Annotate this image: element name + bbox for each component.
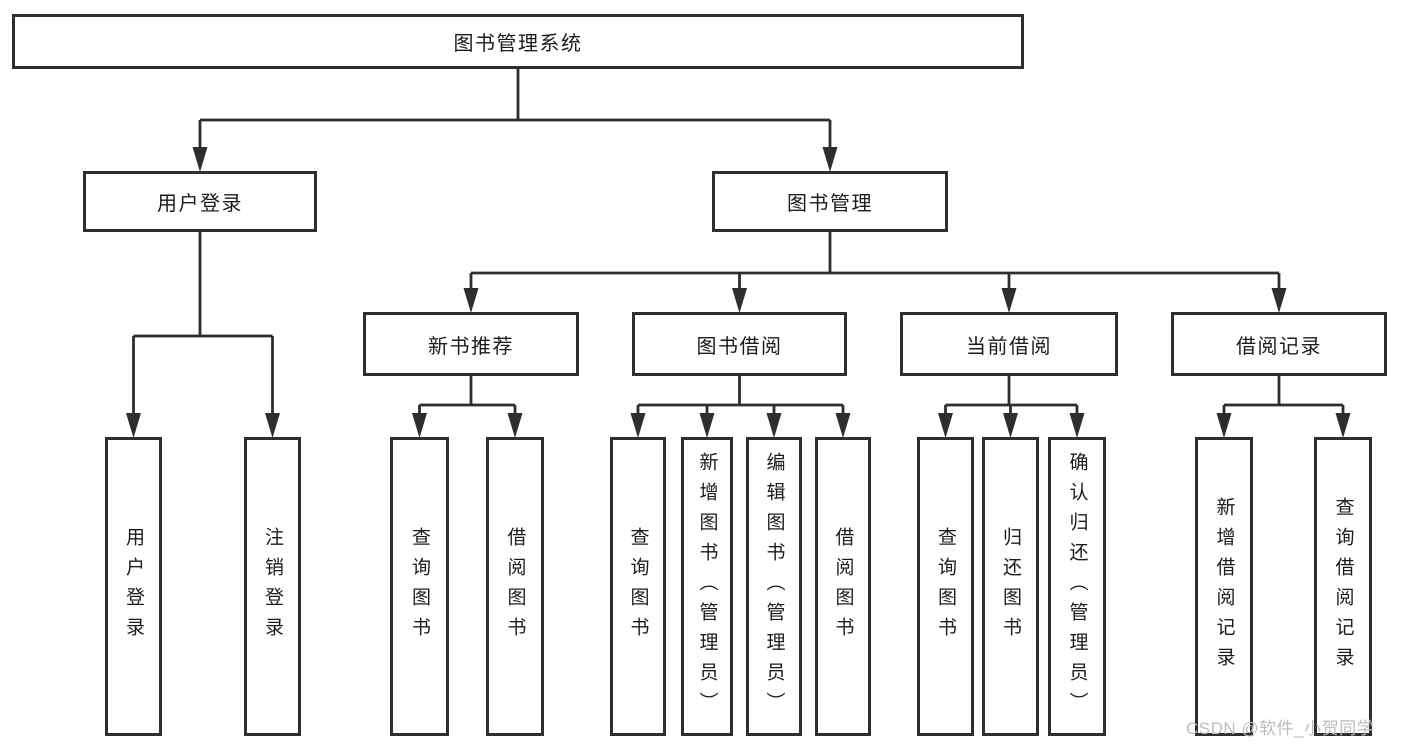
arrowhead-borrow-book-2 (835, 413, 851, 438)
arrowhead-query-book-1 (412, 413, 427, 438)
node-edit-book: 编辑图书（管理员） (746, 437, 802, 736)
node-label-logout: 注销登录 (262, 526, 283, 647)
node-logout: 注销登录 (244, 437, 301, 736)
node-user-login-group: 用户登录 (83, 171, 317, 232)
arrowhead-borrow-book-1 (507, 413, 523, 438)
node-borrow-book-2: 借阅图书 (815, 437, 871, 736)
node-label-borrow-book-2: 借阅图书 (832, 526, 854, 647)
arrowhead-borrow-records (1271, 288, 1287, 313)
node-return-book: 归还图书 (982, 437, 1039, 736)
arrowhead-query-borrow-record (1335, 413, 1351, 438)
node-borrow-book-1: 借阅图书 (486, 437, 544, 736)
arrowhead-user-login-group (192, 147, 208, 172)
connector-borrow-records (1216, 376, 1351, 438)
connector-user-login-group (126, 232, 280, 438)
arrowhead-query-book-2 (630, 413, 646, 438)
arrowhead-confirm-return (1069, 413, 1085, 438)
arrowhead-new-book-rec (463, 288, 479, 313)
connector-current-borrow (938, 376, 1085, 438)
node-label-root: 图书管理系统 (453, 33, 583, 55)
arrowhead-book-borrow (732, 288, 747, 313)
node-new-book-rec: 新书推荐 (363, 312, 579, 376)
node-add-book: 新增图书（管理员） (681, 437, 733, 736)
node-label-edit-book: 编辑图书（管理员） (763, 451, 785, 722)
node-login: 用户登录 (105, 437, 162, 736)
arrowhead-logout (265, 413, 280, 438)
node-label-add-borrow-record: 新增借阅记录 (1213, 496, 1235, 677)
connector-book-mgmt (463, 232, 1287, 313)
csdn-watermark: CSDN @软件_小贺同学 (1186, 719, 1375, 738)
node-label-query-book-3: 查询图书 (935, 526, 956, 647)
arrowhead-query-book-3 (938, 413, 953, 438)
node-add-borrow-record: 新增借阅记录 (1195, 437, 1253, 736)
node-label-confirm-return: 确认归还（管理员） (1066, 451, 1088, 722)
connector-book-borrow (630, 376, 851, 438)
node-label-query-borrow-record: 查询借阅记录 (1332, 496, 1354, 677)
node-label-book-mgmt: 图书管理 (787, 193, 873, 215)
node-label-borrow-book-1: 借阅图书 (504, 526, 526, 647)
node-label-new-book-rec: 新书推荐 (428, 335, 514, 358)
node-confirm-return: 确认归还（管理员） (1048, 437, 1106, 736)
node-label-user-login-group: 用户登录 (157, 193, 243, 215)
node-query-book-3: 查询图书 (917, 437, 974, 736)
connector-new-book-rec (412, 376, 523, 438)
node-query-book-2: 查询图书 (610, 437, 666, 736)
arrowhead-book-mgmt (822, 147, 838, 172)
node-label-current-borrow: 当前借阅 (966, 335, 1052, 358)
arrowhead-login (126, 413, 141, 438)
node-label-query-book-2: 查询图书 (627, 526, 649, 647)
node-label-book-borrow: 图书借阅 (696, 335, 783, 358)
node-label-return-book: 归还图书 (1000, 526, 1021, 647)
arrowhead-edit-book (766, 413, 782, 438)
arrowhead-add-borrow-record (1216, 413, 1232, 438)
node-query-borrow-record: 查询借阅记录 (1314, 437, 1372, 736)
arrowhead-current-borrow (1001, 288, 1017, 313)
connector-root (192, 69, 838, 172)
node-label-add-book: 新增图书（管理员） (696, 451, 718, 722)
node-book-mgmt: 图书管理 (712, 171, 948, 232)
node-book-borrow: 图书借阅 (632, 312, 847, 376)
node-label-query-book-1: 查询图书 (409, 526, 430, 647)
node-label-borrow-records: 借阅记录 (1236, 335, 1322, 358)
arrowhead-add-book (699, 413, 715, 438)
node-borrow-records: 借阅记录 (1171, 312, 1387, 376)
node-root: 图书管理系统 (12, 14, 1024, 69)
node-current-borrow: 当前借阅 (900, 312, 1118, 376)
arrowhead-return-book (1003, 413, 1018, 438)
node-label-login: 用户登录 (123, 526, 144, 647)
node-query-book-1: 查询图书 (390, 437, 449, 736)
